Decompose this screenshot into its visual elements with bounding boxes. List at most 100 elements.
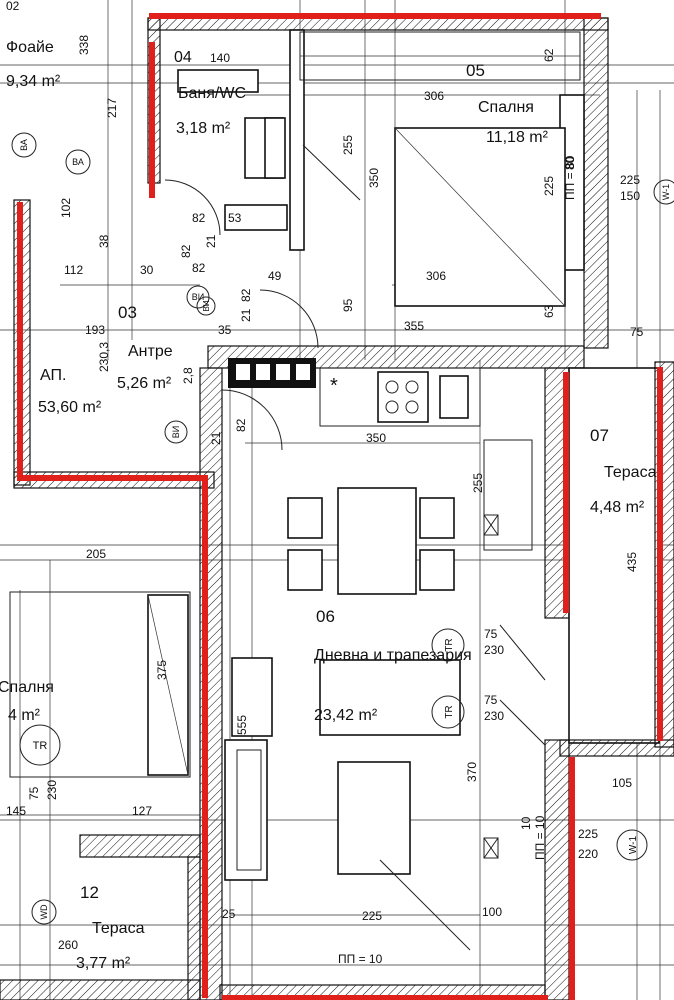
apartment-area: 53,60 m²	[38, 399, 102, 416]
dim-label: 10	[519, 816, 533, 830]
dim-label: 25	[222, 907, 236, 921]
dim-label: 255	[341, 135, 355, 155]
dim-label: 355	[404, 319, 424, 333]
room-living-number: 06	[316, 607, 335, 626]
dim-label: 35	[218, 323, 232, 337]
room-foyer-name: Фоайе	[6, 39, 54, 56]
dim-label: 260	[58, 938, 78, 952]
symbol-tr: TR	[431, 695, 465, 729]
dim-label: 306	[426, 269, 446, 283]
dimension-labels: 338 217 140 306 62 255 350 225 150 80 22…	[6, 35, 644, 952]
room-terrace-left-name: Тераса	[92, 920, 145, 937]
room-hall-name: Антре	[128, 343, 173, 360]
room-labels: Фоайе 9,34 m² 02 04 Баня/WC 3,18 m² 05 С…	[0, 0, 657, 972]
dim-label: 230,3	[97, 342, 111, 372]
room-bedroom-left-area: 4 m²	[8, 707, 41, 724]
room-bedroom-left-name: Спалня	[0, 679, 54, 696]
dim-label: 21	[204, 234, 218, 248]
symbol-tr: TR	[19, 724, 61, 766]
svg-text:ВИ: ВИ	[192, 292, 204, 302]
room-bath-area: 3,18 m²	[176, 120, 231, 137]
room-hall-area: 5,26 m²	[117, 375, 172, 392]
dim-label: 112	[64, 263, 83, 277]
svg-text:ВИ: ВИ	[171, 426, 181, 438]
dim-label: 225	[578, 827, 598, 841]
dim-label: 63	[542, 304, 556, 318]
furniture: *	[9, 31, 581, 951]
dim-label: 21	[239, 308, 253, 322]
room-bedroom-name: Спалня	[478, 99, 534, 116]
dim-label: 105	[612, 776, 632, 790]
dim-label: 2,8	[181, 367, 195, 384]
dim-label: 225	[542, 176, 556, 196]
svg-text:W-1: W-1	[661, 184, 671, 200]
room-living-area: 23,42 m²	[314, 707, 378, 724]
svg-text:ВА: ВА	[72, 157, 84, 167]
dim-label: 127	[132, 804, 152, 818]
dim-label: 80	[563, 156, 577, 170]
room-bath-name: Баня/WC	[178, 85, 246, 102]
dim-label: 370	[465, 762, 479, 782]
dim-label: 82	[179, 244, 193, 258]
dim-label: 217	[105, 98, 119, 118]
dim-label: 82	[192, 211, 206, 225]
dim-label: 375	[155, 660, 169, 680]
dim-label: 95	[341, 298, 355, 312]
symbol-vi: ВИ	[196, 296, 216, 316]
dim-label: 230	[484, 643, 504, 657]
dim-label: 82	[239, 288, 253, 302]
dim-label: 49	[268, 269, 282, 283]
pp-label: ПП = 10	[533, 815, 547, 860]
room-living-name: Дневна и трапезария	[314, 647, 472, 664]
dim-label: 100	[482, 905, 502, 919]
symbol-wd: WD	[31, 899, 57, 925]
red-outline	[17, 13, 663, 1000]
svg-text:TR: TR	[33, 740, 48, 752]
dim-label: 435	[625, 552, 639, 572]
circle-symbols: ВА ВА ВИ ВИ ВИ TR TR TR	[11, 132, 674, 925]
room-terrace-left-number: 12	[80, 883, 99, 902]
dim-label: 75	[484, 627, 498, 641]
symbol-vi: ВИ	[164, 420, 188, 444]
room-foyer-area: 9,34 m²	[6, 73, 61, 90]
dim-label: 30	[140, 263, 154, 277]
room-terrace-right-name: Тераса	[604, 464, 657, 481]
room-terrace-right-number: 07	[590, 426, 609, 445]
svg-text:TR: TR	[444, 638, 455, 651]
dim-label: 75	[630, 325, 644, 339]
dim-label: 62	[542, 48, 556, 62]
room-terrace-right-area: 4,48 m²	[590, 499, 645, 516]
symbol-w1: W-1	[653, 179, 674, 205]
room-hall-number: 03	[118, 303, 137, 322]
svg-text:*: *	[330, 375, 338, 397]
dim-label: 140	[210, 51, 230, 65]
dim-label: 82	[234, 418, 248, 432]
svg-text:ВА: ВА	[19, 139, 29, 151]
svg-text:TR: TR	[444, 705, 455, 718]
dim-label: 53	[228, 211, 242, 225]
dim-label: 193	[85, 323, 105, 337]
dim-label: 555	[235, 715, 249, 735]
room-bath-number: 04	[174, 49, 192, 66]
dim-label: 350	[367, 168, 381, 188]
dim-label: 75	[484, 693, 498, 707]
room-foyer-number: 02	[6, 0, 20, 13]
room-bedroom-area: 11,18 m²	[486, 129, 549, 146]
room-bedroom-number: 05	[466, 61, 485, 80]
svg-text:WD: WD	[39, 904, 49, 919]
svg-text:ВИ: ВИ	[202, 300, 211, 311]
dim-label: 145	[6, 804, 26, 818]
symbol-va: ВА	[11, 132, 37, 158]
dim-label: 230	[45, 780, 59, 800]
dim-label: 75	[27, 786, 41, 800]
dim-label: 220	[578, 847, 598, 861]
dim-label: 82	[192, 261, 206, 275]
svg-text:W-1: W-1	[628, 835, 639, 854]
dim-label: 306	[424, 89, 444, 103]
dim-label: 150	[620, 189, 640, 203]
symbol-w1: W-1	[616, 829, 648, 861]
dim-label: 350	[366, 431, 386, 445]
dim-label: 230	[484, 709, 504, 723]
dim-label: 225	[620, 173, 640, 187]
